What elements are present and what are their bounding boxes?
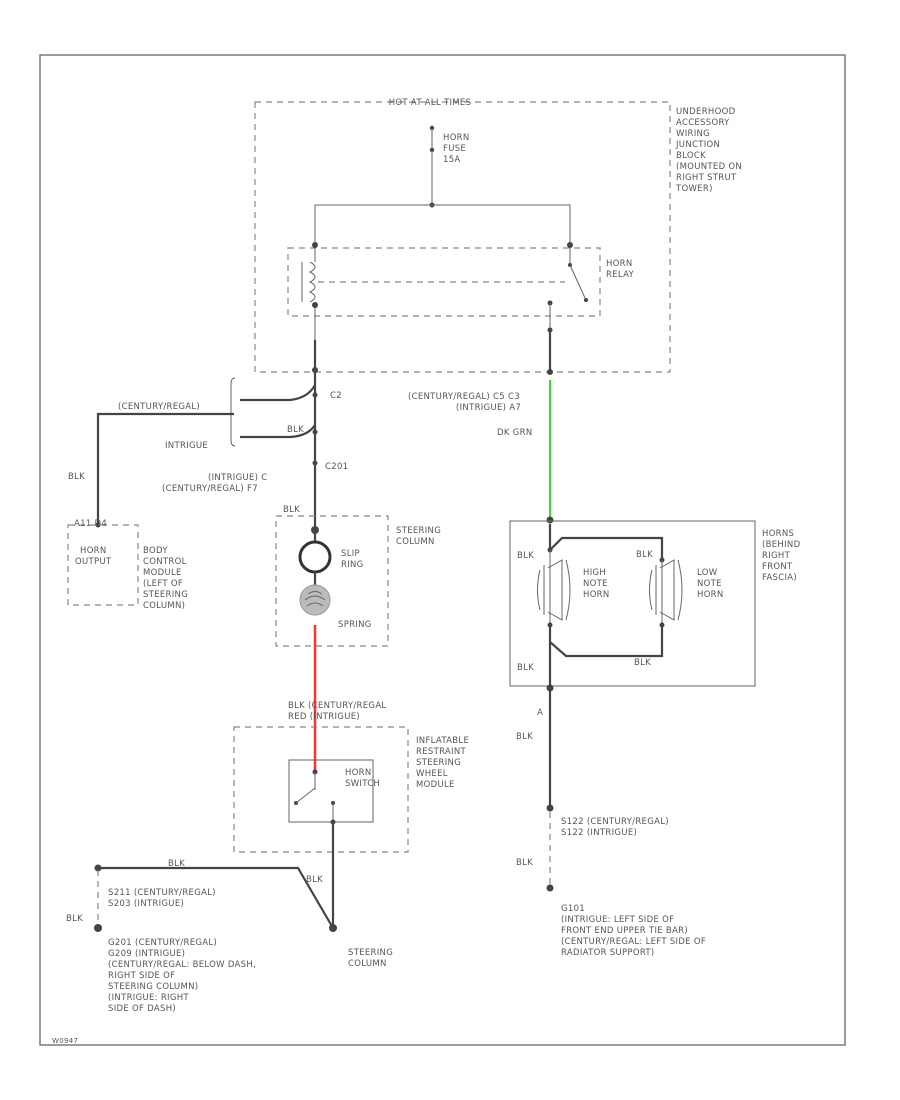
spring-label: SPRING <box>338 620 372 630</box>
blk-s211-label: BLK <box>306 875 323 885</box>
slip-ring <box>298 540 332 574</box>
relay-switch <box>568 248 588 302</box>
steering-column-top-label: STEERING COLUMN <box>396 526 444 547</box>
a-pin-label: A <box>537 708 543 718</box>
g201-label: G201 (CENTURY/REGAL) G209 (INTRIGUE) (CE… <box>108 938 259 1014</box>
blk-g201-label: BLK <box>66 914 83 924</box>
steering-column-box <box>275 515 389 647</box>
srs-module-label: INFLATABLE RESTRAINT STEERING WHEEL MODU… <box>416 736 472 790</box>
dk-grn-label: DK GRN <box>497 428 532 438</box>
bcm-pin-label: A11 D4 <box>74 519 107 529</box>
horn-output-label: HORN OUTPUT <box>75 546 112 567</box>
horn-relay <box>287 247 601 317</box>
slip-ring-label: SLIP RING <box>341 549 364 570</box>
horns-box <box>509 520 756 687</box>
c3-label: (CENTURY/REGAL) C5 C3 (INTRIGUE) A7 <box>408 392 523 413</box>
footer-id: W0947 <box>52 1037 78 1045</box>
century-regal-label: (CENTURY/REGAL) <box>118 402 200 412</box>
c201-label: C201 <box>325 462 348 472</box>
high-note-horn <box>537 550 571 625</box>
blk-horn2-label: BLK <box>636 550 653 560</box>
blk-c2-label: BLK <box>287 425 304 435</box>
blk-top-sc-label: BLK <box>283 505 300 515</box>
blk-century-regal-label: BLK (CENTURY/REGAL <box>288 701 386 711</box>
body-control-module <box>67 524 139 606</box>
blk-lower-label: BLK <box>516 858 533 868</box>
diagram-border <box>39 54 846 1046</box>
intrigue-c-label: (INTRIGUE) C <box>208 473 268 483</box>
low-note-horn <box>649 557 683 625</box>
horn-fuse <box>429 125 435 208</box>
intrigue-label: INTRIGUE <box>165 441 208 451</box>
high-note-horn-label: HIGH NOTE HORN <box>583 568 611 600</box>
horn-relay-label: HORN RELAY <box>606 259 636 280</box>
red-intrigue-label: RED (INTRIGUE) <box>288 712 360 722</box>
steering-column-bottom-label: STEERING COLUMN <box>348 948 396 969</box>
relay-coil <box>301 248 316 340</box>
hot-at-all-times-label: HOT AT ALL TIMES <box>389 98 472 108</box>
spring-icon <box>299 584 331 616</box>
low-note-horn-label: LOW NOTE HORN <box>697 568 725 600</box>
blk-low-label: BLK <box>634 658 651 668</box>
century-regal-f7-label: (CENTURY/REGAL) F7 <box>162 484 258 494</box>
horns-label: HORNS (BEHIND RIGHT FRONT FASCIA) <box>762 529 803 583</box>
blk-bottom-horn-label: BLK <box>517 663 534 673</box>
underhood-junction-block <box>254 101 671 373</box>
s211-label: S211 (CENTURY/REGAL) S203 (INTRIGUE) <box>108 888 219 909</box>
g101-label: G101 (INTRIGUE: LEFT SIDE OF FRONT END U… <box>561 904 709 958</box>
srs-module <box>233 726 409 853</box>
c2-label: C2 <box>330 391 342 401</box>
blk-left-label: BLK <box>68 472 85 482</box>
underhood-block-label: UNDERHOOD ACCESSORY WIRING JUNCTION BLOC… <box>675 107 745 194</box>
blk-horn1-label: BLK <box>517 551 534 561</box>
blk-top-left-label: BLK <box>168 859 185 869</box>
blk-mid-label: BLK <box>516 732 533 742</box>
horn-switch-label: HORN SWITCH <box>345 768 380 789</box>
bcm-label: BODY CONTROL MODULE (LEFT OF STEERING CO… <box>143 546 191 611</box>
s122-label: S122 (CENTURY/REGAL) S122 (INTRIGUE) <box>561 817 672 838</box>
horn-fuse-label: HORN FUSE 15A <box>443 133 473 165</box>
